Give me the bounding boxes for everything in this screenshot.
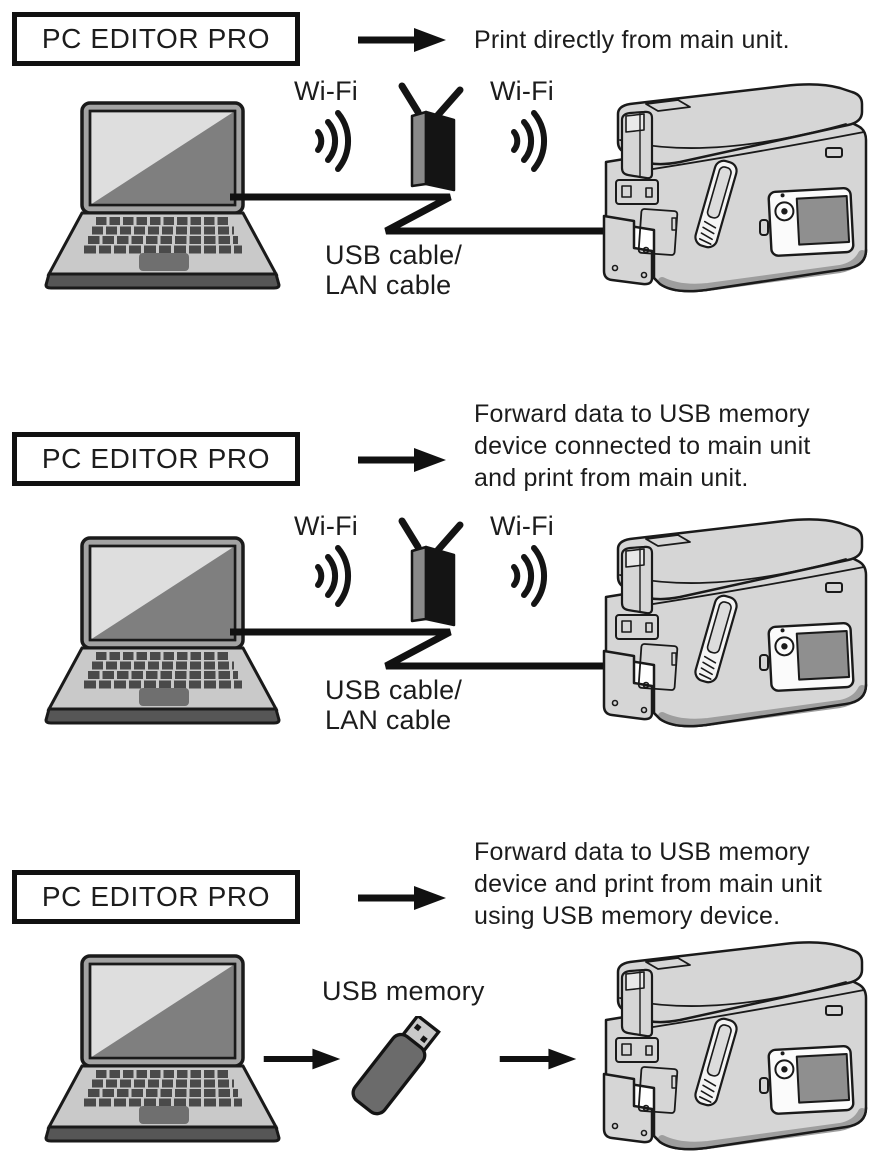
- printer-icon: [588, 940, 873, 1160]
- wireless-router-icon: [388, 76, 478, 196]
- wifi-label-right: Wi-Fi: [490, 76, 554, 106]
- workflow-section-usb-transfer: Forward data to USB memory device and pr…: [0, 830, 873, 1164]
- flow-arrow-icon: [356, 25, 448, 55]
- flow-arrow-icon: [356, 883, 448, 913]
- wifi-signal-icon: [506, 543, 554, 609]
- flow-arrow-icon: [262, 1044, 342, 1074]
- cable-label: USB cable/ LAN cable: [325, 240, 463, 300]
- flow-arrow-icon: [498, 1044, 578, 1074]
- usb-lan-cable-line: [228, 190, 608, 238]
- usb-memory-icon: [350, 1016, 460, 1131]
- wifi-signal-icon: [506, 108, 554, 174]
- usb-memory-label: USB memory: [322, 976, 485, 1006]
- pc-editor-pro-box: PC EDITOR PRO: [12, 12, 300, 66]
- pc-editor-pro-label: PC EDITOR PRO: [41, 881, 271, 912]
- wifi-label-left: Wi-Fi: [294, 511, 358, 541]
- wifi-label-left: Wi-Fi: [294, 76, 358, 106]
- printer-icon: [588, 517, 873, 737]
- pc-editor-pro-label: PC EDITOR PRO: [41, 443, 271, 474]
- pc-editor-pro-label: PC EDITOR PRO: [41, 23, 271, 54]
- wifi-signal-icon: [310, 108, 358, 174]
- laptop-icon: [40, 953, 285, 1145]
- printer-icon: [588, 82, 873, 302]
- flow-arrow-icon: [356, 445, 448, 475]
- wifi-signal-icon: [310, 543, 358, 609]
- section-description: Forward data to USB memory device and pr…: [474, 838, 823, 930]
- section-description: Forward data to USB memory device connec…: [474, 400, 811, 492]
- workflow-section-usb-on-unit: Forward data to USB memory device connec…: [0, 390, 873, 830]
- usb-lan-cable-line: [228, 625, 608, 673]
- wifi-label-right: Wi-Fi: [490, 511, 554, 541]
- pc-editor-pro-box: PC EDITOR PRO: [12, 432, 300, 486]
- workflow-section-direct-print: PC EDITOR PRO Print directly from main u…: [0, 0, 873, 390]
- pc-editor-pro-box: PC EDITOR PRO: [12, 870, 300, 924]
- section-description: Print directly from main unit.: [474, 26, 790, 54]
- wireless-router-icon: [388, 511, 478, 631]
- cable-label: USB cable/ LAN cable: [325, 675, 463, 735]
